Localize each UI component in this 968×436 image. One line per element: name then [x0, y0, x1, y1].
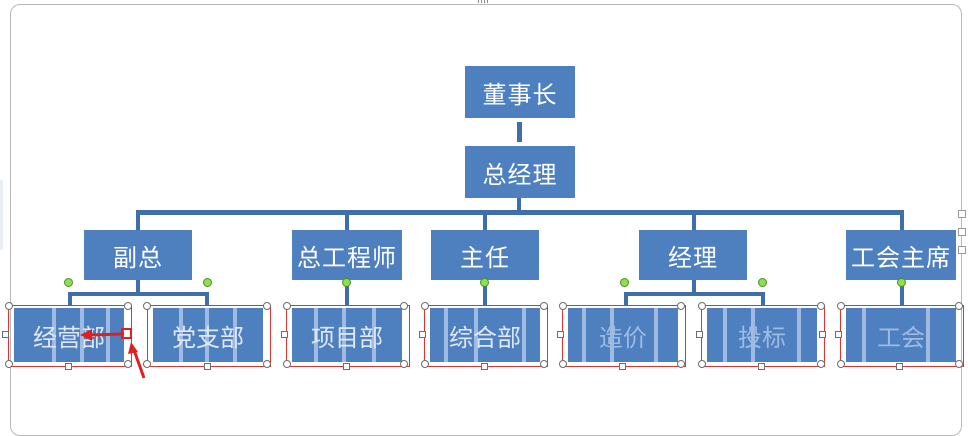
connector-chairman-gm: [517, 122, 522, 142]
connector-fuzong-bus: [68, 292, 208, 296]
rotate-handle[interactable]: [620, 278, 629, 287]
resize-handle[interactable]: [124, 360, 132, 368]
connector-drop-3: [483, 210, 487, 230]
resize-handle[interactable]: [677, 360, 685, 368]
resize-handle[interactable]: [817, 360, 825, 368]
node-fuzong[interactable]: 副总: [84, 230, 192, 280]
resize-handle[interactable]: [819, 331, 826, 338]
rotate-handle[interactable]: [897, 278, 906, 287]
connector-zhuren-down: [483, 280, 487, 306]
resize-handle[interactable]: [143, 302, 151, 310]
resize-handle[interactable]: [343, 363, 350, 370]
connector-fuzong-l: [68, 292, 72, 306]
resize-handle[interactable]: [557, 331, 564, 338]
connector-level2-bus: [136, 210, 904, 215]
resize-handle[interactable]: [5, 360, 13, 368]
connector-drop-1: [136, 210, 140, 230]
resize-handle[interactable]: [837, 360, 845, 368]
resize-handle[interactable]: [421, 302, 429, 310]
dept-label: 工会: [877, 323, 925, 352]
resize-grip-icon[interactable]: [478, 0, 490, 3]
resize-handle[interactable]: [677, 302, 685, 310]
node-zonggongchengshi[interactable]: 总工程师: [292, 230, 402, 280]
connector-drop-2: [345, 210, 349, 230]
resize-handle[interactable]: [263, 302, 271, 310]
connector-gm-bus: [517, 198, 521, 212]
dept-label: 项目部: [311, 323, 383, 352]
dept-toubiao[interactable]: 投标: [707, 308, 817, 362]
dept-gonghui[interactable]: 工会: [846, 308, 956, 362]
resize-handle[interactable]: [698, 302, 706, 310]
left-panel-edge: [0, 180, 3, 250]
rotate-handle[interactable]: [64, 278, 73, 287]
resize-handle[interactable]: [2, 331, 9, 338]
resize-handle[interactable]: [955, 302, 963, 310]
dept-xiangmubu[interactable]: 项目部: [292, 308, 402, 362]
dept-dangzhibu[interactable]: 党支部: [153, 308, 263, 362]
node-gonghuizhuxi[interactable]: 工会主席: [846, 230, 956, 280]
resize-handle[interactable]: [955, 360, 963, 368]
connector-fuzong-r: [205, 292, 209, 306]
resize-handle[interactable]: [204, 363, 211, 370]
dept-label: 经营部: [33, 323, 105, 352]
resize-handle[interactable]: [540, 302, 548, 310]
resize-handle[interactable]: [421, 360, 429, 368]
rotate-handle[interactable]: [342, 278, 351, 287]
dept-zaojia[interactable]: 造价: [568, 308, 678, 362]
node-jingli[interactable]: 经理: [639, 230, 747, 280]
connector-drop-4: [692, 210, 696, 230]
connector-jingli-bus: [624, 292, 764, 296]
resize-handle[interactable]: [283, 302, 291, 310]
resize-handle[interactable]: [559, 360, 567, 368]
resize-handle[interactable]: [696, 331, 703, 338]
resize-handle[interactable]: [817, 302, 825, 310]
resize-handle[interactable]: [124, 302, 132, 310]
resize-handle[interactable]: [400, 360, 408, 368]
connector-gonghui-down: [900, 280, 904, 306]
resize-handle[interactable]: [559, 302, 567, 310]
connector-jingli-r: [761, 292, 765, 306]
rotate-handle[interactable]: [203, 278, 212, 287]
connector-jingli-down: [692, 280, 696, 294]
node-chairman[interactable]: 董事长: [465, 66, 575, 118]
resize-handle[interactable]: [758, 363, 765, 370]
dept-label: 投标: [738, 323, 786, 352]
rotate-handle[interactable]: [758, 278, 767, 287]
resize-handle[interactable]: [419, 331, 426, 338]
connector-jingli-l: [624, 292, 628, 306]
resize-handle[interactable]: [281, 331, 288, 338]
resize-handle[interactable]: [837, 302, 845, 310]
connector-fuzong-down: [136, 280, 140, 294]
node-general-manager[interactable]: 总经理: [465, 146, 575, 198]
dept-label: 综合部: [449, 323, 521, 352]
connector-zonggong-down: [345, 280, 349, 306]
resize-handle[interactable]: [5, 302, 13, 310]
resize-handle[interactable]: [283, 360, 291, 368]
rotate-handle[interactable]: [480, 278, 489, 287]
scroll-handles[interactable]: [958, 200, 966, 290]
red-arrow-icon: [80, 329, 146, 379]
resize-handle[interactable]: [143, 360, 151, 368]
dept-label: 造价: [599, 323, 647, 352]
resize-handle[interactable]: [896, 363, 903, 370]
resize-handle[interactable]: [65, 363, 72, 370]
dept-zonghebu[interactable]: 综合部: [430, 308, 540, 362]
dept-label: 党支部: [172, 323, 244, 352]
resize-handle[interactable]: [835, 331, 842, 338]
resize-handle[interactable]: [540, 360, 548, 368]
node-zhuren[interactable]: 主任: [431, 230, 539, 280]
resize-handle[interactable]: [400, 302, 408, 310]
resize-handle[interactable]: [619, 363, 626, 370]
resize-handle[interactable]: [698, 360, 706, 368]
resize-handle[interactable]: [263, 360, 271, 368]
resize-handle[interactable]: [481, 363, 488, 370]
connector-drop-5: [900, 210, 904, 230]
